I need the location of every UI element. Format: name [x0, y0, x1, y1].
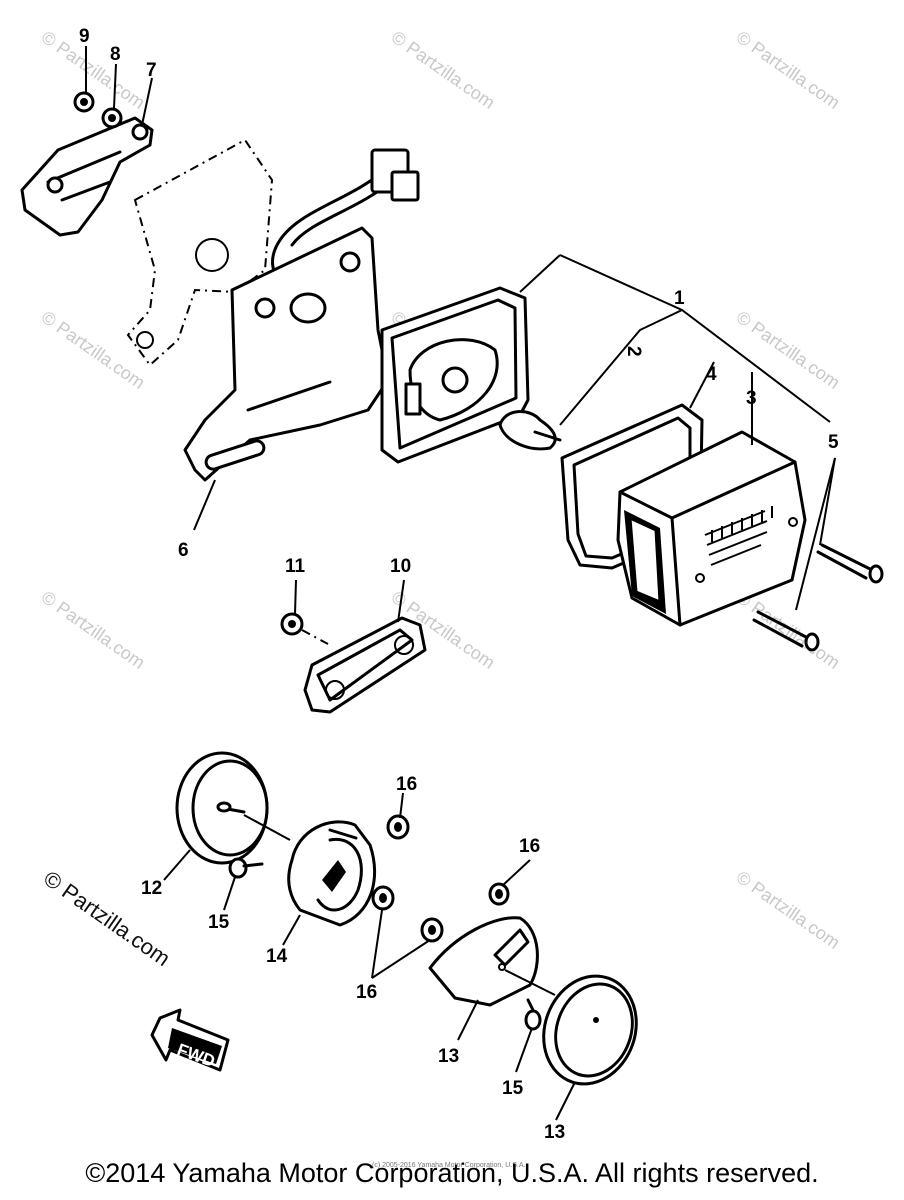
watermark: © Partzilla.com — [388, 27, 499, 113]
part-5-screw-upper — [816, 543, 884, 584]
callout-2: 2 — [623, 346, 644, 357]
part-16-grommet-a — [386, 814, 410, 840]
watermark: © Partzilla.com — [38, 307, 149, 393]
part-13-flasher-body-right — [428, 916, 556, 1007]
lens-grille — [704, 506, 773, 566]
part-1-housing — [380, 286, 530, 464]
watermark: © Partzilla.com — [733, 587, 844, 673]
callout-7: 7 — [146, 60, 157, 81]
callout-16: 16 — [519, 836, 540, 857]
callout-8: 8 — [110, 44, 121, 65]
part-9-nut — [73, 91, 95, 113]
part-2-bulb — [498, 410, 562, 451]
part-12-flasher-lens-right — [542, 974, 638, 1086]
watermark: © Partzilla.com — [38, 587, 149, 673]
callout-16: 16 — [396, 774, 417, 795]
part-16-grommet-c — [420, 917, 444, 943]
watermark: © Partzilla.com — [733, 27, 844, 113]
part-10-reflector — [303, 616, 427, 714]
callout-11: 11 — [285, 556, 306, 577]
callout-13: 13 — [438, 1046, 459, 1067]
small-print: (c) 2005-2016 Yamaha Motor Corporation, … — [372, 1162, 526, 1169]
part-6-plate-bracket — [183, 226, 390, 482]
part-8-washer — [101, 107, 123, 129]
part-15-screw-right — [524, 998, 542, 1031]
part-5-screw-lower — [752, 610, 820, 652]
callout-9: 9 — [79, 26, 90, 47]
callout-3: 3 — [746, 388, 757, 409]
part-16-grommet-d — [488, 882, 510, 906]
copyright-notice: ©2014 Yamaha Motor Corporation, U.S.A. A… — [85, 1158, 819, 1188]
rear-bracket-outline — [126, 138, 274, 367]
callout-13: 13 — [544, 1122, 565, 1143]
part-7-bracket — [20, 116, 154, 237]
callout-14: 14 — [266, 946, 288, 967]
callout-labels: 9 8 7 1 2 4 3 5 6 11 10 16 16 12 15 14 1… — [79, 26, 839, 1143]
leader-lines — [85, 46, 836, 1121]
callout-16: 16 — [356, 982, 377, 1003]
callout-15: 15 — [502, 1078, 524, 1099]
watermark: © Partzilla.com — [733, 307, 844, 393]
part-3-lens — [616, 430, 807, 627]
part-11-nut — [280, 612, 329, 645]
part-14-flasher-body — [287, 820, 377, 927]
callout-12: 12 — [141, 878, 162, 899]
watermark: © Partzilla.com — [733, 867, 844, 953]
callout-15: 15 — [208, 912, 230, 933]
callout-10: 10 — [390, 556, 411, 577]
part-15-screw-left — [228, 857, 264, 879]
callout-1: 1 — [674, 288, 685, 309]
forward-arrow: FWD — [150, 1008, 230, 1072]
callout-6: 6 — [178, 540, 189, 561]
callout-5: 5 — [828, 432, 839, 453]
part-16-grommet-b — [371, 885, 395, 911]
part-12-flasher-lens-left — [175, 751, 291, 865]
callout-4: 4 — [706, 364, 717, 385]
